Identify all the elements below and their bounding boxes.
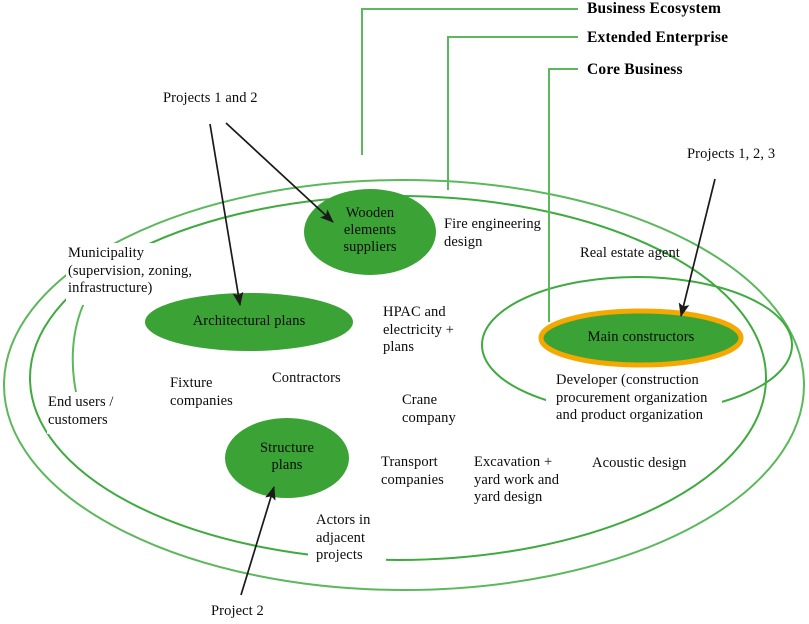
node-label-architectural-plans[interactable]: Architectural plans xyxy=(192,313,306,329)
node-ellipse-wooden-elements-suppliers[interactable] xyxy=(304,189,436,275)
actor-label-acoustic-design: Acoustic design xyxy=(592,455,687,471)
actor-label-adjacent-projects: Actors in adjacent projects xyxy=(316,512,371,563)
actor-label-hpac: HPAC and electricity + plans xyxy=(383,304,455,355)
actor-label-crane-company: Crane company xyxy=(402,392,456,426)
node-label-structure-plans[interactable]: Structure plans xyxy=(259,440,315,473)
legend-label-business-ecosystem: Business Ecosystem xyxy=(587,0,722,17)
legend-leader-extended-enterprise xyxy=(447,36,578,190)
node-ellipse-main-constructors-highlight xyxy=(538,308,744,368)
ring-core-business xyxy=(481,276,793,414)
node-ellipse-architectural-plans[interactable] xyxy=(145,293,353,351)
arrow-projects123-to-main-constructors xyxy=(678,178,716,317)
arrow-projects12-to-wooden xyxy=(225,122,334,223)
legend-leader-core-business xyxy=(548,68,578,322)
annotation-label-projects-1-and-2: Projects 1 and 2 xyxy=(163,90,258,106)
arrow-project2-to-structure xyxy=(240,486,276,596)
actor-label-contractors: Contractors xyxy=(272,370,341,386)
annotation-label-project-2: Project 2 xyxy=(211,603,264,619)
ring-left-arc-fragment xyxy=(71,302,85,393)
actor-label-fire-engineering-design: Fire engineering design xyxy=(444,216,542,250)
annotation-label-projects-1-2-3: Projects 1, 2, 3 xyxy=(687,146,776,162)
node-label-wooden-elements-suppliers[interactable]: Wooden elements suppliers xyxy=(343,205,397,255)
arrow-projects12-to-architectural xyxy=(209,123,244,307)
actor-label-real-estate-agent: Real estate agent xyxy=(580,245,680,261)
actor-label-fixture-companies: Fixture companies xyxy=(170,375,233,409)
legend-label-extended-enterprise: Extended Enterprise xyxy=(587,29,729,46)
ring-business-ecosystem xyxy=(3,179,805,591)
node-ellipse-structure-plans[interactable] xyxy=(225,418,349,498)
actor-label-developer: Developer (construction procurement orga… xyxy=(556,372,708,423)
legend-label-core-business: Core Business xyxy=(587,61,683,78)
node-label-main-constructors[interactable]: Main constructors xyxy=(587,329,695,345)
actor-label-transport-companies: Transport companies xyxy=(381,454,444,488)
legend-leader-business-ecosystem xyxy=(361,8,578,155)
actor-label-municipality: Municipality (supervision, zoning, infra… xyxy=(68,245,193,296)
actor-label-end-users: End users / customers xyxy=(48,394,114,428)
actor-label-excavation: Excavation + yard work and yard design xyxy=(474,454,560,505)
